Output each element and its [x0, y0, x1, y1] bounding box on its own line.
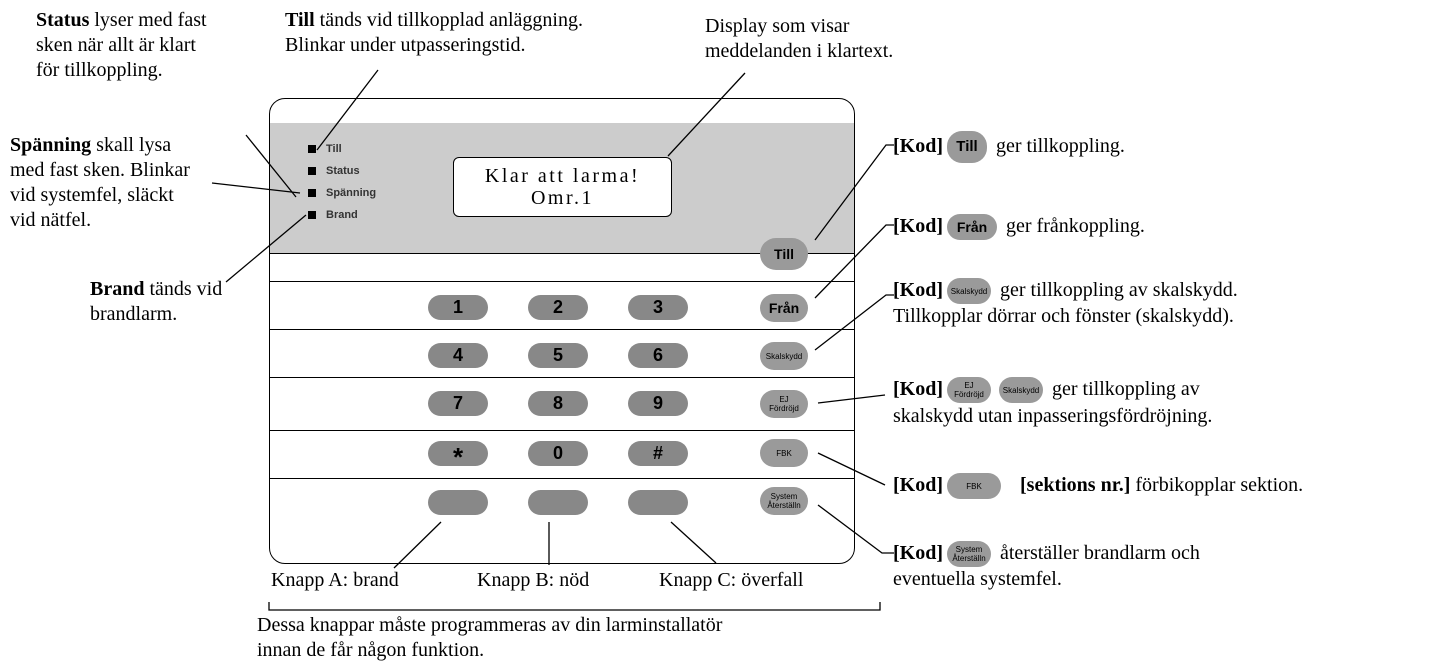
skalskydd-button[interactable]: Skalskydd [760, 342, 808, 370]
key-5[interactable]: 5 [528, 343, 588, 368]
label-knapp-c: Knapp C: överfall [659, 569, 804, 591]
led-label-status: Status [326, 165, 360, 177]
key-b-nod[interactable] [528, 490, 588, 515]
fbk-key-icon: FBK [947, 473, 1001, 500]
keypad-panel: Till Status Spänning Brand Klar att larm… [269, 98, 855, 564]
led-brand [308, 211, 316, 219]
callout-status: Status lyser med fast sken när allt är k… [36, 9, 207, 81]
row-divider [270, 281, 854, 282]
leader-display [667, 72, 746, 157]
leader-fbk-key [817, 452, 886, 486]
callout-fbk-key: [Kod]FBK [sektions nr.] förbikopplar sek… [893, 471, 1303, 500]
lcd-line-1: Klar att larma! [484, 165, 641, 187]
row-divider [270, 253, 854, 254]
lcd-line-2: Omr.1 [530, 187, 595, 209]
callout-skalskydd-key: [Kod]Skalskydd ger tillkoppling av skals… [893, 278, 1238, 328]
callout-brand: Brand tänds vid brandlarm. [90, 278, 223, 325]
till-button[interactable]: Till [760, 238, 808, 270]
fran-button[interactable]: Från [760, 294, 808, 322]
key-7[interactable]: 7 [428, 391, 488, 416]
key-4[interactable]: 4 [428, 343, 488, 368]
key-8[interactable]: 8 [528, 391, 588, 416]
skalskydd-key-icon: Skalskydd [999, 377, 1043, 404]
fordrojd-label: Fördröjd [769, 404, 799, 413]
key-6[interactable]: 6 [628, 343, 688, 368]
led-status [308, 167, 316, 175]
row-divider [270, 329, 854, 330]
leader-till-key [814, 144, 894, 241]
callout-fran-key: [Kod]Från ger frånkoppling. [893, 212, 1145, 241]
ej-fordrojd-button[interactable]: EJ Fördröjd [760, 390, 808, 418]
key-hash[interactable]: # [628, 441, 688, 466]
row-divider [270, 478, 854, 479]
callout-till-key: [Kod]Till ger tillkoppling. [893, 130, 1125, 164]
ej-label: EJ [779, 395, 789, 404]
leader-spanning [211, 182, 301, 194]
callout-till: Till tänds vid tillkopplad anläggning. B… [285, 9, 583, 56]
key-0[interactable]: 0 [528, 441, 588, 466]
skalskydd-key-icon: Skalskydd [947, 278, 991, 305]
led-till [308, 145, 316, 153]
key-a-brand[interactable] [428, 490, 488, 515]
row-divider [270, 430, 854, 431]
key-9[interactable]: 9 [628, 391, 688, 416]
led-label-spanning: Spänning [326, 187, 377, 199]
leader-knapp-a [393, 521, 442, 569]
leader-ej-key [817, 394, 886, 404]
bracket [268, 602, 881, 611]
till-key-icon: Till [947, 131, 987, 164]
led-label-brand: Brand [326, 209, 358, 221]
leader-till [316, 69, 379, 151]
system-label: System [770, 492, 798, 501]
leader-skalskydd-key [814, 294, 894, 351]
leader-brand [225, 214, 307, 283]
bottom-note: Dessa knappar måste programmeras av din … [257, 614, 723, 661]
led-spanning [308, 189, 316, 197]
leader-fran-key [814, 224, 894, 299]
leader-system-key [817, 504, 894, 554]
leader-knapp-c [670, 521, 717, 564]
key-c-overfall[interactable] [628, 490, 688, 515]
key-star[interactable]: * [428, 441, 488, 472]
row-divider [270, 377, 854, 378]
fran-key-icon: Från [947, 214, 997, 241]
system-aterstall-button[interactable]: System Återställn [760, 487, 808, 515]
label-knapp-a: Knapp A: brand [271, 569, 399, 591]
aterstall-label: Återställn [767, 501, 801, 510]
key-2[interactable]: 2 [528, 295, 588, 320]
led-label-till: Till [326, 143, 342, 155]
lcd-display: Klar att larma! Omr.1 [453, 157, 672, 217]
leader-status [245, 134, 297, 198]
fbk-button[interactable]: FBK [760, 439, 808, 467]
callout-spanning: Spänning skall lysa med fast sken. Blink… [10, 134, 190, 231]
label-knapp-b: Knapp B: nöd [477, 569, 590, 591]
key-1[interactable]: 1 [428, 295, 488, 320]
key-3[interactable]: 3 [628, 295, 688, 320]
callout-display: Display som visar meddelanden i klartext… [705, 15, 894, 62]
